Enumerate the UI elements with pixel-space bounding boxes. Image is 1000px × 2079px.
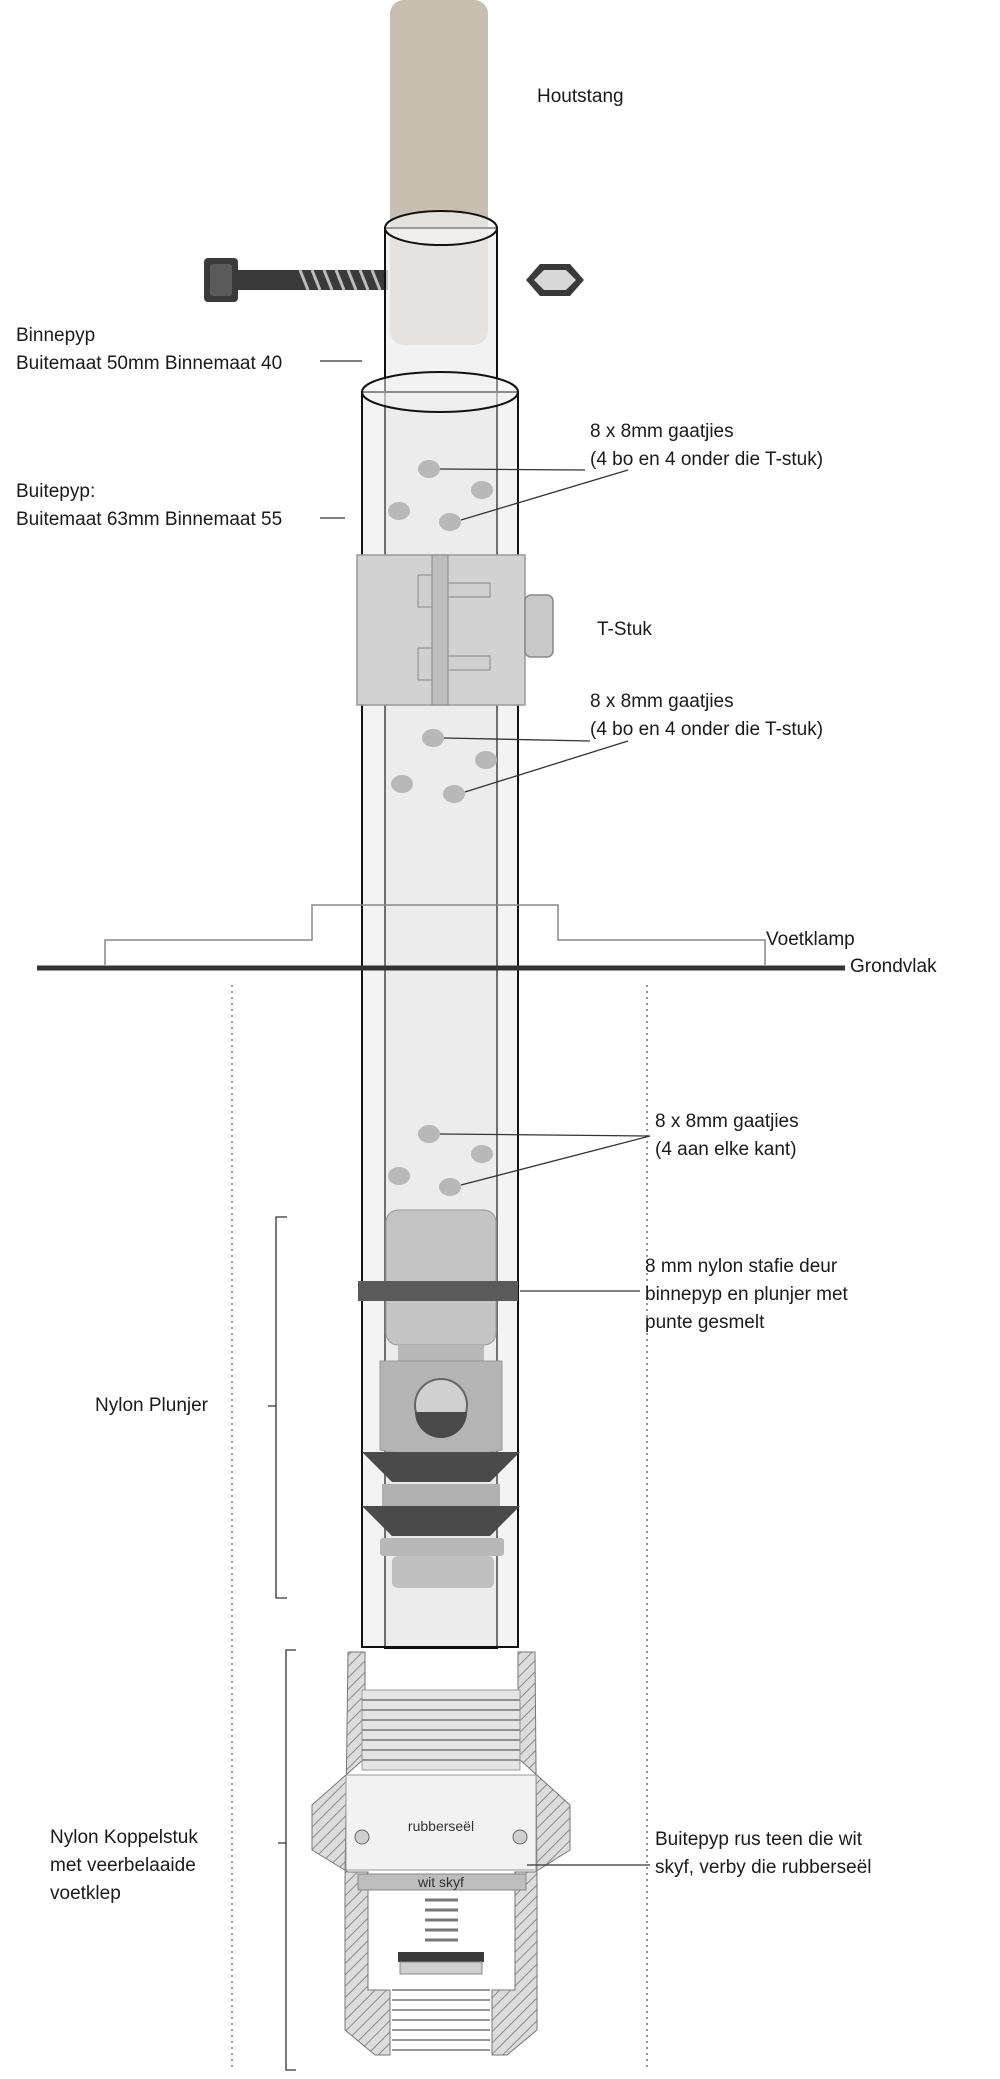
nylon-coupler: rubberseël wit skyf [311, 1651, 650, 2056]
holes-set-3 [388, 1125, 651, 1196]
t-stuk [356, 554, 554, 706]
label-grondvlak: Grondvlak [850, 956, 937, 977]
bracket-plunjer [268, 1216, 287, 1599]
label-buitepyp: Buitepyp:Buitemaat 63mm Binnemaat 55 [16, 481, 283, 530]
foot-clamp [104, 904, 766, 965]
nylon-plunger [358, 1209, 640, 1588]
label-houtstang: Houtstang [537, 86, 624, 107]
rubberseel-label: rubberseël [408, 1818, 474, 1834]
holes-set-2 [391, 729, 629, 803]
label-nylon-plunjer: Nylon Plunjer [95, 1395, 208, 1416]
label-voetklamp: Voetklamp [766, 929, 855, 950]
wit-skyf-label: wit skyf [417, 1874, 464, 1890]
holes-set-1 [388, 460, 629, 531]
label-holes-2: 8 x 8mm gaatjies(4 bo en 4 onder die T-s… [590, 691, 824, 740]
label-holes-1: 8 x 8mm gaatjies(4 bo en 4 onder die T-s… [590, 421, 824, 470]
label-t-stuk: T-Stuk [597, 619, 652, 640]
nut [526, 264, 584, 296]
label-holes-3: 8 x 8mm gaatjies(4 aan elke kant) [655, 1111, 799, 1160]
bracket-koppelstuk [278, 1649, 296, 2071]
bolt [204, 258, 388, 302]
